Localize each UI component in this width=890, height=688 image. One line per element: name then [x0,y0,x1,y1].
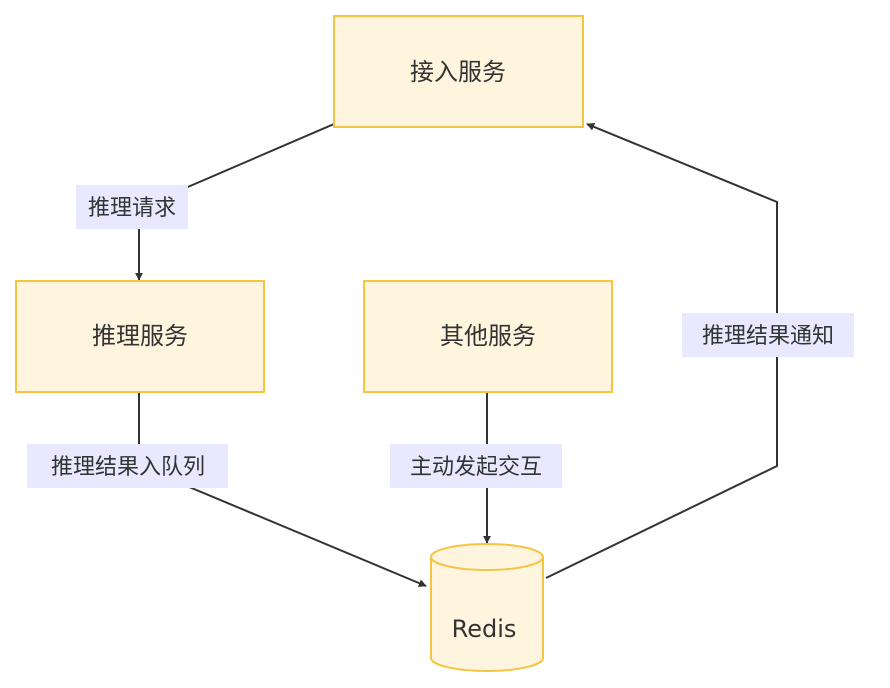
node-redis-label: Redis [452,615,517,643]
node-access-service: 接入服务 [333,15,584,128]
edge-label-result-notify: 推理结果通知 [682,313,854,357]
edge-label-inference-request-text: 推理请求 [88,196,176,221]
edge-label-active-interaction-text: 主动发起交互 [410,455,542,480]
edge-label-active-interaction: 主动发起交互 [390,444,562,488]
edge-label-result-enqueue: 推理结果入队列 [27,444,228,488]
node-inference-service: 推理服务 [15,280,265,393]
node-other-service: 其他服务 [363,280,613,393]
node-other-service-label: 其他服务 [440,322,536,350]
edge-label-result-notify-text: 推理结果通知 [702,324,834,349]
edge-result-enqueue [138,392,427,587]
node-redis-database: Redis [430,543,544,672]
node-access-service-label: 接入服务 [410,58,506,86]
node-inference-service-label: 推理服务 [92,322,188,350]
edge-label-result-enqueue-text: 推理结果入队列 [51,455,205,480]
edge-label-inference-request: 推理请求 [76,185,188,229]
